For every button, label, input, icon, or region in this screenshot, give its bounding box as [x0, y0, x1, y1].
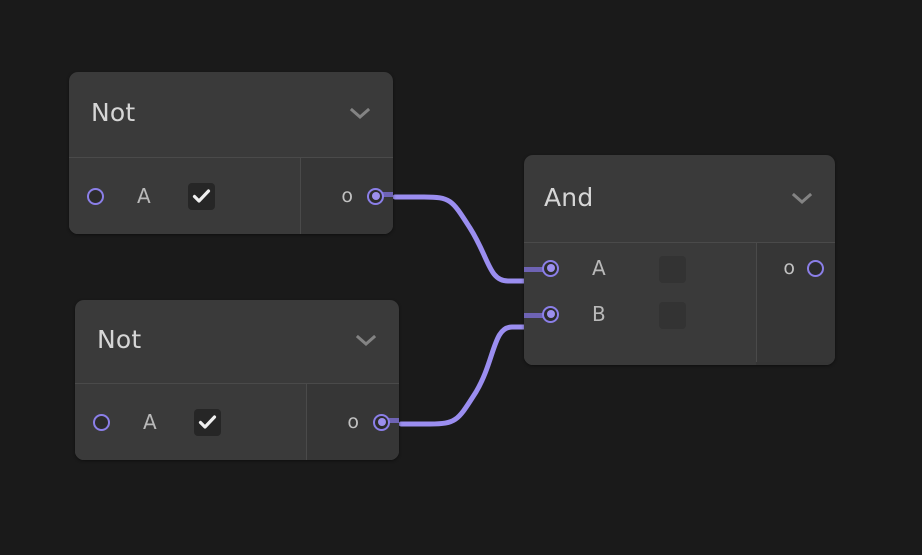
input-checkbox-a[interactable] — [659, 256, 686, 283]
node-header[interactable]: Not — [75, 300, 399, 384]
inputs-column: A B — [524, 243, 756, 365]
node-not-1[interactable]: Not A — [69, 72, 393, 234]
input-label-a: A — [143, 410, 157, 434]
checkmark-icon — [192, 188, 211, 204]
outputs-column: o — [756, 243, 835, 362]
chevron-down-icon[interactable] — [791, 192, 813, 205]
input-wire-stub — [524, 267, 552, 272]
inputs-column: A — [69, 158, 300, 234]
node-title: Not — [97, 325, 142, 354]
port-row-output-o[interactable]: o — [757, 256, 835, 279]
input-label-a: A — [137, 184, 151, 208]
input-port-a[interactable] — [542, 259, 559, 277]
port-row-input-a[interactable]: A — [69, 158, 300, 234]
port-row-output-o[interactable]: o — [301, 158, 393, 234]
input-label-b: B — [592, 302, 606, 326]
chevron-down-icon[interactable] — [355, 334, 377, 347]
input-port-a[interactable] — [87, 187, 104, 205]
node-body: A o — [69, 158, 393, 234]
port-row-input-a[interactable]: A — [524, 256, 756, 280]
outputs-column: o — [300, 158, 393, 234]
output-port-o[interactable] — [807, 259, 824, 277]
input-checkbox-a[interactable] — [193, 408, 221, 436]
header-divider — [69, 157, 393, 158]
port-row-input-a[interactable]: A — [75, 384, 306, 460]
input-checkbox-b[interactable] — [659, 302, 686, 329]
input-port-a[interactable] — [93, 413, 110, 431]
input-checkbox-a[interactable] — [187, 182, 215, 210]
node-body: A B o — [524, 243, 835, 365]
connection-wire[interactable] — [392, 194, 531, 284]
connection-wire[interactable] — [398, 324, 531, 427]
node-title: Not — [91, 98, 136, 127]
header-divider — [75, 383, 399, 384]
output-port-o[interactable] — [367, 187, 384, 205]
node-header[interactable]: Not — [69, 72, 393, 158]
checkmark-icon — [198, 414, 217, 430]
port-row-input-b[interactable]: B — [524, 302, 756, 326]
node-header[interactable]: And — [524, 155, 835, 243]
node-and-1[interactable]: And A B — [524, 155, 835, 365]
header-divider — [524, 242, 835, 243]
node-not-2[interactable]: Not A — [75, 300, 399, 460]
port-row-output-o[interactable]: o — [307, 384, 399, 460]
output-label-o: o — [341, 184, 353, 207]
node-title: And — [544, 183, 594, 212]
outputs-column: o — [306, 384, 399, 460]
node-body: A o — [75, 384, 399, 460]
inputs-column: A — [75, 384, 306, 460]
output-port-o[interactable] — [373, 413, 390, 431]
input-port-b[interactable] — [542, 305, 559, 323]
chevron-down-icon[interactable] — [349, 107, 371, 120]
output-label-o: o — [347, 410, 359, 433]
input-wire-stub — [524, 313, 552, 318]
input-label-a: A — [592, 256, 606, 280]
output-label-o: o — [783, 256, 795, 279]
